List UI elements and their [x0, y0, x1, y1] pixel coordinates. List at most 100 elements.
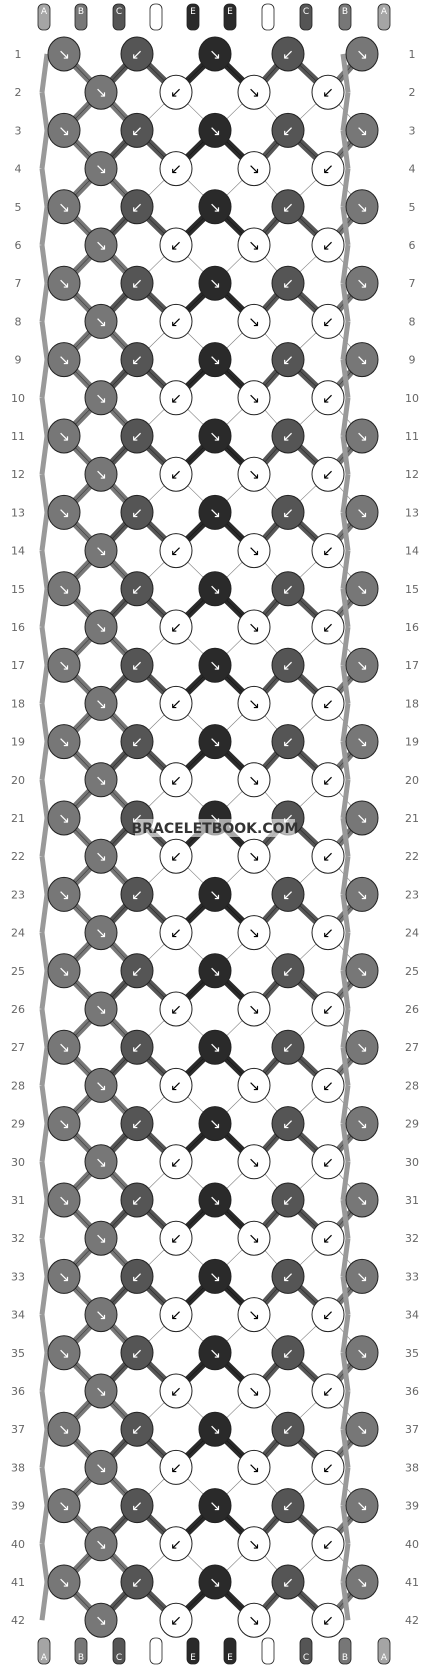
knot-arrow-icon: ↙ — [170, 1155, 182, 1171]
knot-arrow-icon: ↙ — [322, 1460, 334, 1476]
knot-arrow-icon: ↘ — [248, 1155, 260, 1171]
knot-arrow-icon: ↘ — [95, 1078, 107, 1094]
row-label-left: 1 — [15, 48, 22, 61]
knot-arrow-icon: ↘ — [248, 391, 260, 407]
knot-arrow-icon: ↘ — [248, 1231, 260, 1247]
knot — [159, 1067, 193, 1103]
knot — [47, 189, 81, 225]
knot — [311, 762, 345, 798]
knot — [311, 1144, 345, 1180]
knot — [159, 685, 193, 721]
knot-arrow-icon: ↙ — [131, 123, 143, 139]
row-label-left: 11 — [11, 430, 25, 443]
edge-strand-left — [39, 1314, 50, 1354]
knot — [198, 1488, 232, 1524]
knot-arrow-icon: ↘ — [58, 964, 70, 980]
knot — [237, 1526, 271, 1562]
knot-arrow-icon: ↘ — [209, 429, 221, 445]
row-label-left: 9 — [15, 354, 22, 367]
knot-arrow-icon: ↙ — [170, 85, 182, 101]
knot — [84, 1526, 118, 1562]
knot-arrow-icon: ↙ — [282, 1193, 294, 1209]
knot — [159, 1297, 193, 1333]
knot-arrow-icon: ↙ — [282, 1499, 294, 1515]
knot-arrow-icon: ↘ — [58, 1269, 70, 1285]
knot-arrow-icon: ↙ — [322, 544, 334, 560]
knot — [84, 1144, 118, 1180]
strand-label-bottom: B — [342, 1653, 348, 1663]
knot-arrow-icon: ↙ — [131, 276, 143, 292]
knot-arrow-icon: ↘ — [209, 47, 221, 63]
strand-label-bottom: D — [153, 1653, 160, 1663]
knot — [237, 915, 271, 951]
knot-arrow-icon: ↙ — [131, 200, 143, 216]
row-label-right: 35 — [405, 1347, 419, 1360]
knot-arrow-icon: ↘ — [58, 811, 70, 827]
knot — [47, 1488, 81, 1524]
knot-grid: ↘ ↙ ↘ ↙ ↘ ↘ ↙ ↘ ↙ ↘ ↙ ↘ ↙ ↘ ↘ ↙ ↘ ↙ ↘ ↙ ↘ ↙ ↘ ↘ ↙ ↘ ↙ ↘ ↙ ↘ ↙ ↘ ↘ ↙ ↘ ↙ ↘ ↙ ↘ ↙… — [47, 36, 379, 1638]
knot-arrow-icon: ↘ — [248, 238, 260, 254]
knot-arrow-icon: ↙ — [131, 429, 143, 445]
knot-arrow-icon: ↘ — [95, 1460, 107, 1476]
knot — [159, 533, 193, 569]
knot-arrow-icon: ↘ — [58, 1422, 70, 1438]
knot — [159, 1144, 193, 1180]
strand-tab-top — [112, 3, 126, 31]
edge-strand-right — [340, 282, 351, 322]
knot — [345, 1182, 379, 1218]
knot — [47, 800, 81, 836]
row-label-right: 15 — [405, 583, 419, 596]
knot — [237, 1067, 271, 1103]
strand-tab-bottom — [149, 1637, 163, 1665]
knot-arrow-icon: ↘ — [58, 582, 70, 598]
knot — [159, 1526, 193, 1562]
knot-arrow-icon: ↙ — [282, 429, 294, 445]
knot — [345, 1106, 379, 1142]
knot-arrow-icon: ↙ — [322, 391, 334, 407]
edge-strand-left — [39, 1543, 50, 1583]
knot — [198, 724, 232, 760]
knot — [84, 1373, 118, 1409]
knot-arrow-icon: ↘ — [356, 1575, 368, 1591]
edge-strand-left — [39, 1046, 50, 1086]
row-label-left: 31 — [11, 1194, 25, 1207]
knot — [237, 456, 271, 492]
knot — [311, 227, 345, 263]
knot-arrow-icon: ↘ — [356, 658, 368, 674]
knot-arrow-icon: ↙ — [131, 353, 143, 369]
row-label-right: 39 — [405, 1500, 419, 1513]
row-labels-left: 1234567891011121314151617181920212223242… — [11, 48, 25, 1627]
knot-arrow-icon: ↘ — [356, 1346, 368, 1362]
knot-arrow-icon: ↙ — [170, 1613, 182, 1629]
edge-strand-right — [340, 1390, 351, 1430]
knot-arrow-icon: ↘ — [356, 887, 368, 903]
row-label-left: 20 — [11, 774, 25, 787]
knot-arrow-icon: ↙ — [170, 849, 182, 865]
knot-arrow-icon: ↘ — [95, 926, 107, 942]
knot-arrow-icon: ↙ — [170, 1308, 182, 1324]
knot — [345, 112, 379, 148]
row-label-right: 30 — [405, 1156, 419, 1169]
row-label-left: 18 — [11, 697, 25, 710]
knot-arrow-icon: ↘ — [209, 1193, 221, 1209]
knot-arrow-icon: ↙ — [131, 1193, 143, 1209]
knot — [159, 227, 193, 263]
knot-arrow-icon: ↘ — [356, 47, 368, 63]
edge-strand-right — [340, 1046, 351, 1086]
knot-arrow-icon: ↘ — [95, 1308, 107, 1324]
edge-strand-left — [39, 855, 50, 895]
knot — [120, 1182, 154, 1218]
edge-strand-left — [39, 130, 50, 169]
knot — [84, 303, 118, 339]
edge-strand-right — [340, 1352, 351, 1392]
knot-arrow-icon: ↙ — [170, 544, 182, 560]
knot-arrow-icon: ↘ — [95, 85, 107, 101]
knot — [120, 1335, 154, 1371]
knot-arrow-icon: ↘ — [58, 1575, 70, 1591]
row-label-left: 39 — [11, 1500, 25, 1513]
knot-arrow-icon: ↘ — [58, 353, 70, 369]
knot-arrow-icon: ↙ — [170, 1537, 182, 1553]
row-label-right: 32 — [405, 1232, 419, 1245]
knot — [271, 189, 305, 225]
knot — [345, 647, 379, 683]
